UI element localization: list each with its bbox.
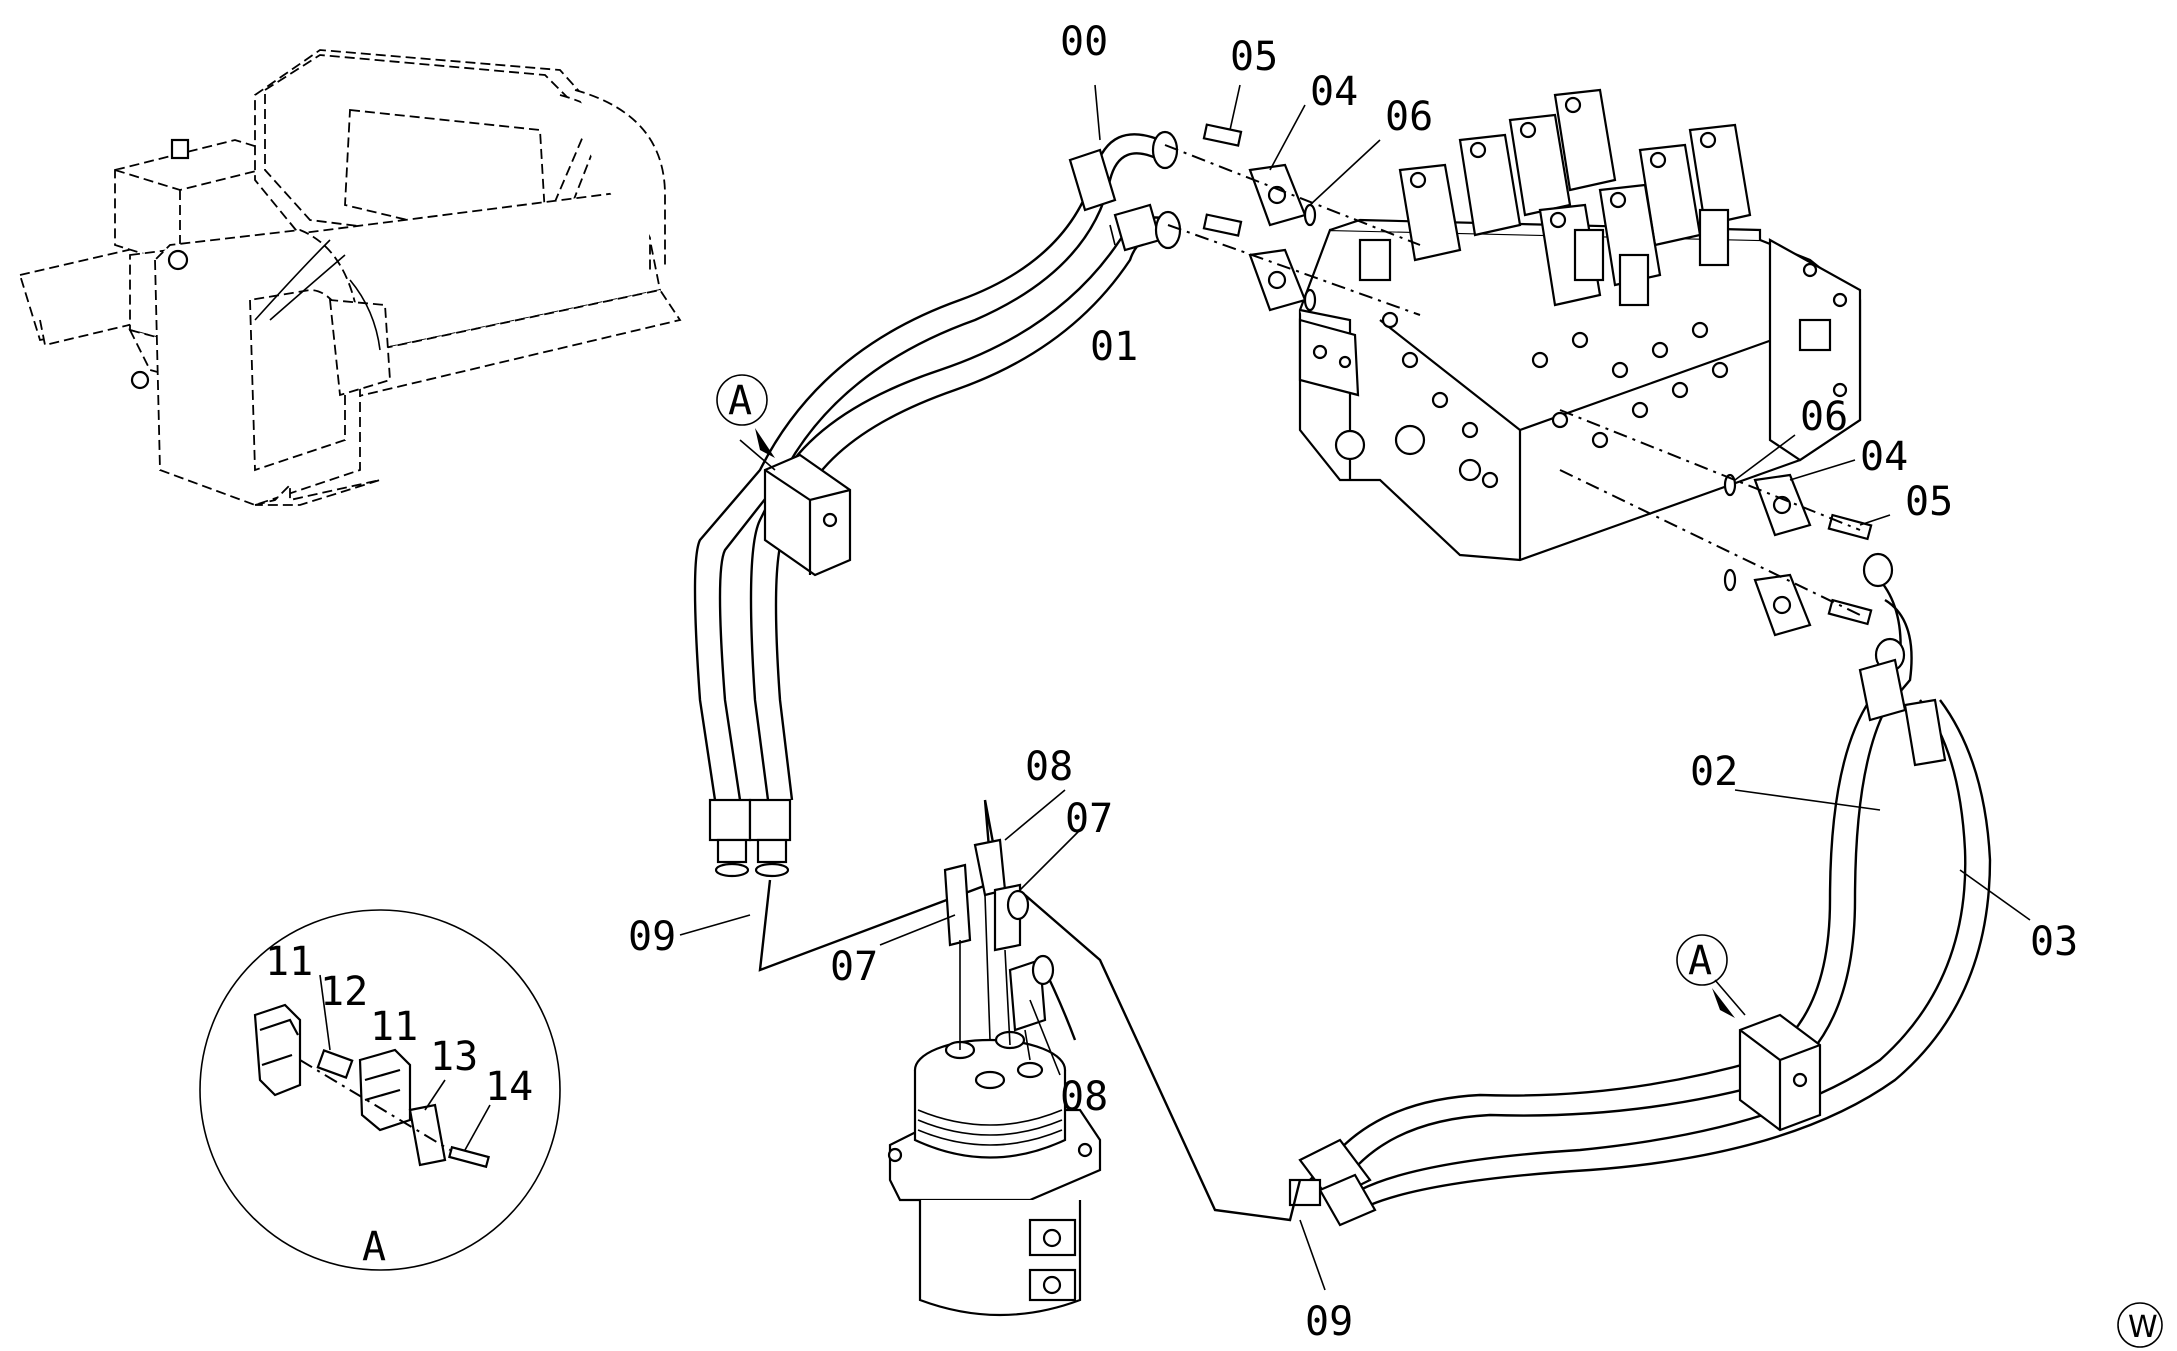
corner-w-mark: W [2117, 1302, 2163, 1348]
callout-04-upper: 04 [1310, 69, 1358, 115]
view-marker-a-lower: A [1676, 934, 1735, 1018]
callout-09-left: 09 [628, 914, 676, 960]
callout-05-upper: 05 [1230, 34, 1278, 80]
swivel-joint-assembly [887, 838, 1102, 1317]
hose-clamp-upper [763, 453, 852, 577]
spool-cap-row [1398, 88, 1752, 307]
callout-08-upper: 08 [1025, 744, 1073, 790]
hose-flange-end-00 [1151, 130, 1179, 170]
callout-labels: 00 01 02 03 04 04 05 05 06 06 07 07 08 0… [265, 19, 2078, 1345]
callout-00: 00 [1060, 19, 1108, 65]
callout-08-lower: 08 [1060, 1074, 1108, 1120]
callout-07-upper: 07 [1065, 796, 1113, 842]
callout-06-right: 06 [1800, 394, 1848, 440]
valve-body-bolts [1334, 311, 1729, 489]
callout-03: 03 [2030, 919, 2078, 965]
view-marker-a-upper: A [716, 374, 775, 458]
callout-04-right: 04 [1860, 434, 1908, 480]
right-hose-end-fittings [1288, 1138, 1377, 1227]
hose-assembly-00 [693, 133, 1161, 801]
svg-text:A: A [1688, 938, 1712, 984]
hose-flange-end-02 [1862, 552, 1894, 588]
callout-13: 13 [430, 1034, 478, 1080]
callout-09-bottom: 09 [1305, 1299, 1353, 1345]
callout-06-upper: 06 [1385, 94, 1433, 140]
detail-a-circle [199, 909, 561, 1271]
hose-assembly-03 [1359, 699, 1992, 1207]
hose-sleeve-00 [1068, 148, 1117, 212]
svg-text:A: A [728, 378, 752, 424]
hose-assembly-02 [1309, 569, 1913, 1196]
callout-11-left: 11 [265, 939, 313, 985]
callout-12: 12 [320, 969, 368, 1015]
callout-07-lower: 07 [830, 944, 878, 990]
hose-assembly-01 [749, 216, 1171, 801]
hose-sleeve-03 [1903, 698, 1947, 767]
hose-elbow-01 [1113, 203, 1162, 252]
control-valve-assembly [1298, 88, 1862, 562]
upper-flange-hardware [1202, 123, 1317, 312]
right-flange-hardware [1723, 473, 1873, 637]
excavator-overview-illustration [18, 49, 682, 506]
hose-clamp-lower [1738, 1013, 1822, 1132]
left-hose-end-fittings [708, 798, 792, 878]
callout-02: 02 [1690, 749, 1738, 795]
callout-14: 14 [485, 1064, 533, 1110]
callout-11-right: 11 [370, 1004, 418, 1050]
callout-leader-lines [319, 84, 2031, 1291]
svg-text:W: W [2128, 1310, 2158, 1345]
hose-flange-end-01 [1154, 210, 1182, 250]
detail-a-label: A [362, 1224, 386, 1270]
callout-05-right: 05 [1905, 479, 1953, 525]
callout-01: 01 [1090, 324, 1138, 370]
